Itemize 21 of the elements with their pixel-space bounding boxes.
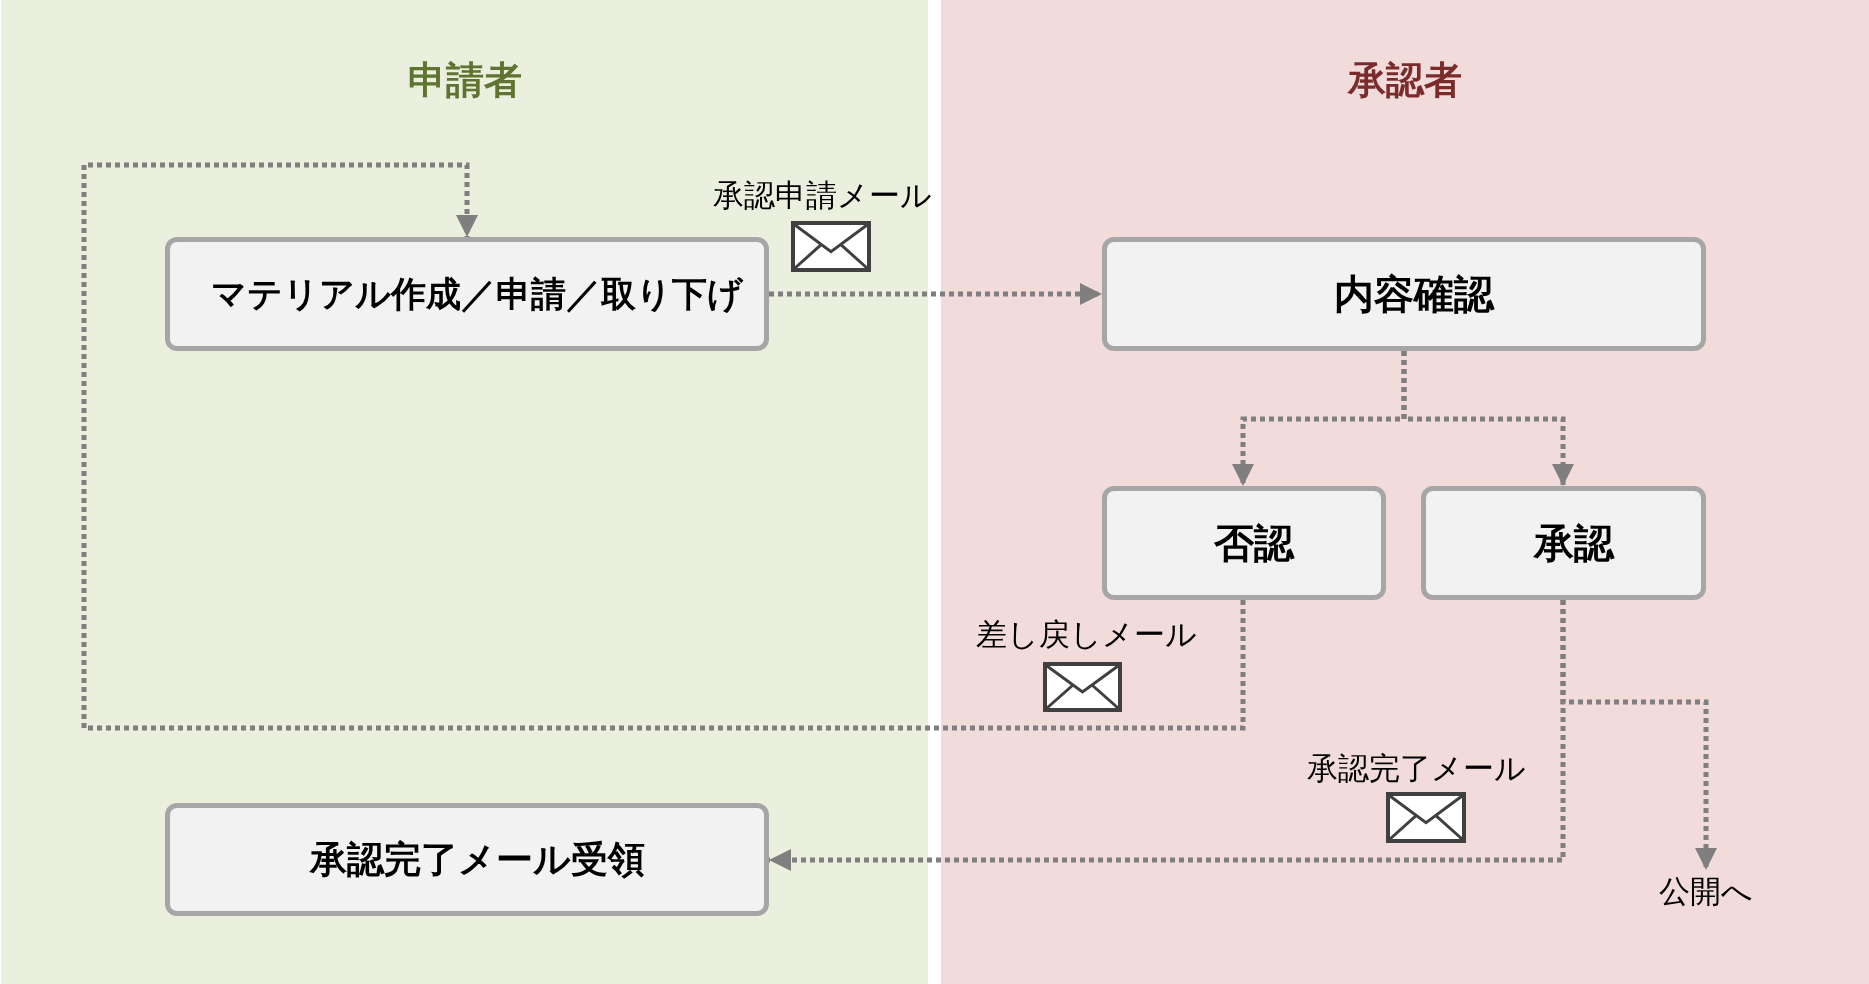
lane-heading: 承認者 — [1348, 57, 1462, 104]
step-label: マテリアル作成／申請／取り下げ — [211, 273, 743, 316]
arrow — [1560, 600, 1717, 870]
edge-label: 承認完了メール — [1306, 749, 1526, 787]
process-box — [165, 237, 769, 351]
end-label: 公開へ — [1659, 872, 1753, 911]
process-box — [1421, 486, 1706, 600]
step-label: 否認 — [1214, 519, 1294, 567]
process-box — [1102, 237, 1706, 351]
arrow — [81, 162, 1246, 731]
process-box — [165, 803, 769, 916]
process-box — [1102, 486, 1386, 600]
edge-label: 承認申請メール — [712, 176, 932, 214]
step-label: 承認 — [1533, 519, 1614, 567]
lane-heading: 申請者 — [407, 57, 522, 104]
swimlane — [941, 0, 1869, 984]
arrow — [769, 283, 1102, 305]
arrow — [1401, 351, 1574, 486]
edge-label: 差し戻しメール — [975, 615, 1197, 653]
step-label: 承認完了メール受領 — [309, 836, 645, 883]
step-label: 内容確認 — [1334, 270, 1494, 318]
